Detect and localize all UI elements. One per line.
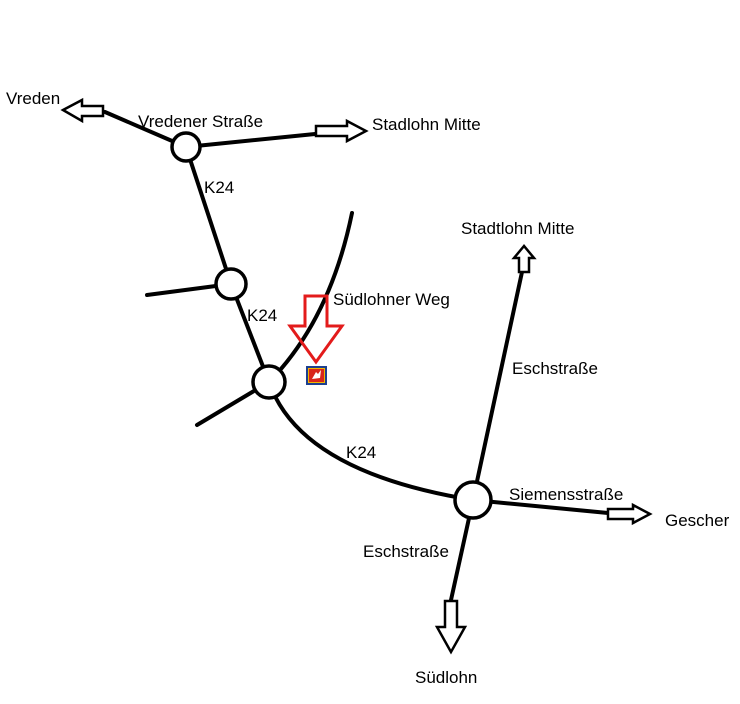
pointer-down-arrow-icon xyxy=(287,294,345,365)
right-arrow-icon xyxy=(314,118,369,144)
up-arrow-icon xyxy=(511,244,537,274)
label-k24-bottom: K24 xyxy=(346,443,376,462)
road-to-stadlohn-mitte xyxy=(184,132,317,149)
label-eschstrasse-south: Eschstraße xyxy=(363,542,449,561)
label-vredener-strasse: Vredener Straße xyxy=(138,112,263,131)
label-k24-top: K24 xyxy=(204,178,234,197)
label-vreden: Vreden xyxy=(6,89,60,108)
left-arrow-icon xyxy=(60,97,105,124)
road-suedlohner-weg xyxy=(267,211,354,384)
label-gescher: Gescher xyxy=(665,511,730,530)
roundabout-vredener-strasse xyxy=(170,131,202,163)
road-siemensstrasse xyxy=(471,498,610,515)
label-siemensstrasse: Siemensstraße xyxy=(509,485,623,504)
right-arrow-icon xyxy=(606,502,653,526)
label-k24-middle: K24 xyxy=(247,306,277,325)
roundabout-eschstrasse xyxy=(453,480,493,520)
label-suedlohner-weg: Südlohner Weg xyxy=(333,290,450,309)
label-suedlohn: Südlohn xyxy=(415,668,477,687)
roundabout-k24-middle xyxy=(214,267,248,301)
label-stadtlohn-mitte: Stadtlohn Mitte xyxy=(461,219,574,238)
fire-station-icon xyxy=(306,366,327,385)
down-arrow-icon xyxy=(434,599,468,655)
label-eschstrasse-north: Eschstraße xyxy=(512,359,598,378)
road-k24-south xyxy=(267,380,475,502)
label-stadlohn-mitte: Stadlohn Mitte xyxy=(372,115,481,134)
roundabout-suedlohner-weg xyxy=(251,364,287,400)
road-eschstrasse-north xyxy=(471,270,524,502)
road-k24-north xyxy=(184,145,233,286)
